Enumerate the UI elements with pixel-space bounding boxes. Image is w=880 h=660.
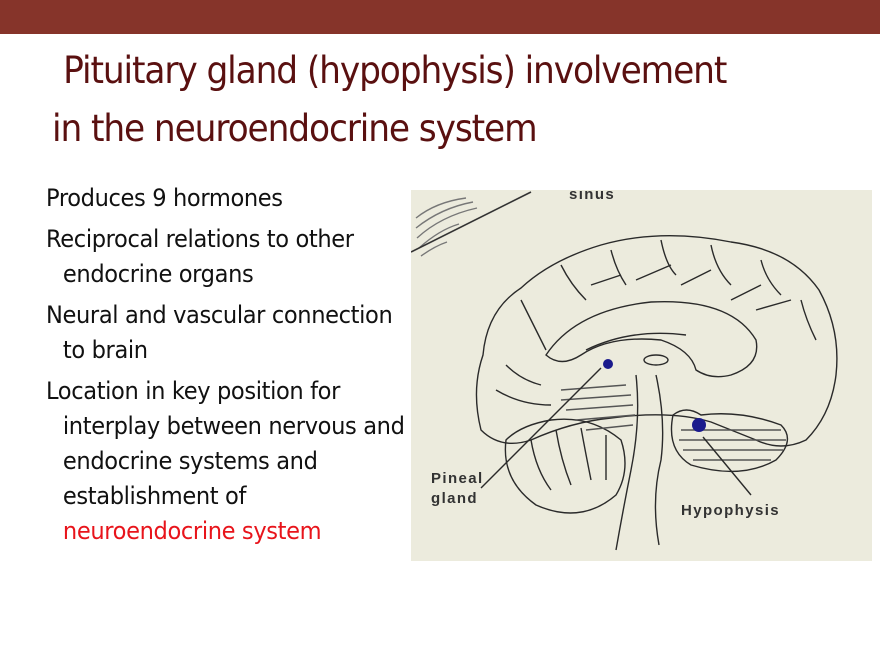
- bullet-text: Location in key position for interplay b…: [46, 377, 405, 510]
- title-line-1: Pituitary gland (hypophysis) involvement: [63, 49, 727, 92]
- title-line-2: in the neuroendocrine system: [52, 107, 538, 150]
- slide-title: Pituitary gland (hypophysis) involvement…: [52, 42, 805, 158]
- brain-diagram: sinus Pineal gland Hypophysis: [411, 190, 872, 561]
- pineal-label-line1: Pineal: [431, 470, 484, 487]
- highlight-text: neuroendocrine system: [62, 517, 322, 545]
- pineal-label-line2: gland: [431, 490, 478, 507]
- hypophysis-label: Hypophysis: [681, 502, 781, 519]
- bullet-item: Location in key position for interplay b…: [46, 374, 411, 549]
- bullet-item: Reciprocal relations to other endocrine …: [46, 225, 354, 288]
- brain-illustration-icon: [411, 191, 838, 551]
- bullet-item: Produces 9 hormones: [46, 184, 283, 212]
- bullet-list: Produces 9 hormones Reciprocal relations…: [46, 181, 405, 555]
- bullet-item: Neural and vascular connection to brain: [46, 301, 393, 364]
- sinus-label: sinus: [569, 190, 616, 203]
- top-bar: [0, 0, 880, 34]
